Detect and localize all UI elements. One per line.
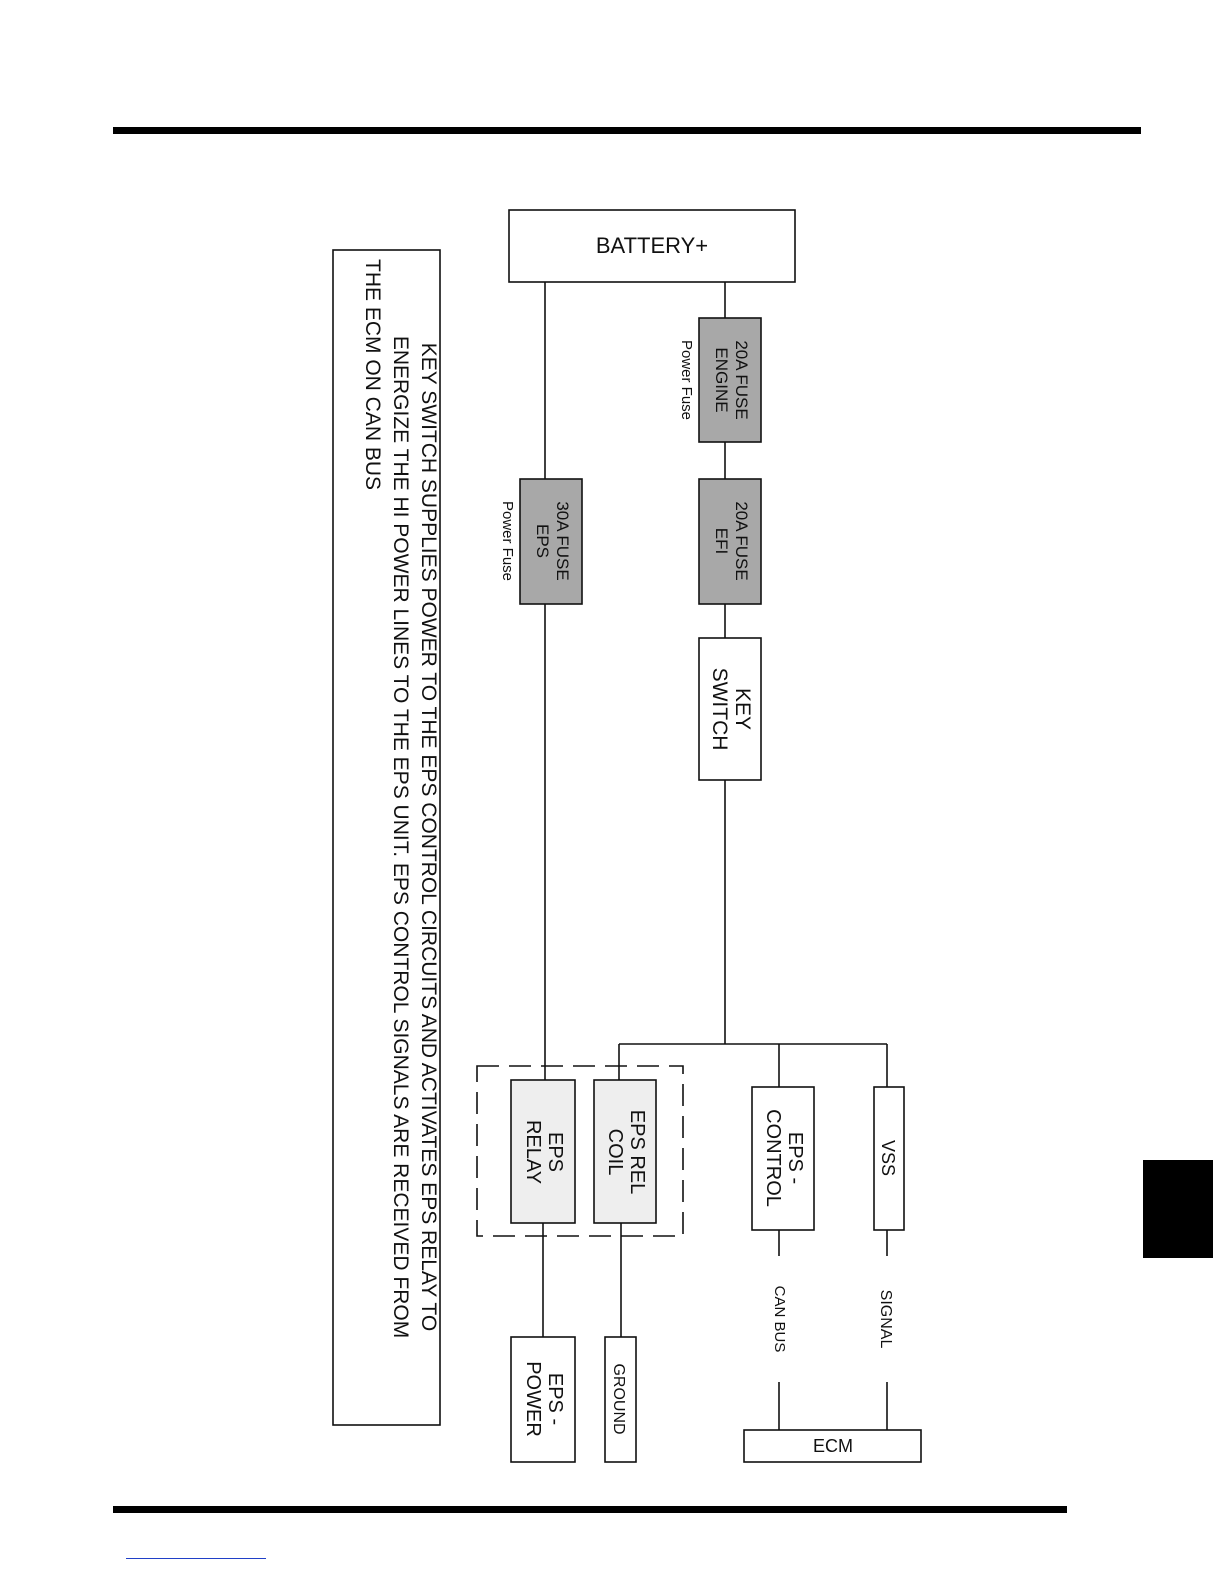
key-switch-box: KEY SWITCH [698,637,762,781]
key-switch-line2: SWITCH [708,668,731,751]
fuse-efi-box: 20A FUSE EFI [698,478,762,605]
ground-box: GROUND [604,1336,637,1463]
footer-link-underline [126,1558,266,1559]
vss-box: VSS [873,1086,905,1231]
note-line3: THE ECM ON CAN BUS [361,259,384,490]
ground-label: GROUND [610,1363,627,1434]
fuse-engine-caption: Power Fuse [678,340,695,420]
eps-power-box: EPS - POWER [510,1336,576,1463]
vss-label: VSS [878,1140,898,1176]
bottom-rule [113,1506,1067,1513]
battery-box: BATTERY+ [508,209,796,283]
relay-enclosure [476,1065,684,1237]
eps-control-line1: EPS - [784,1132,806,1184]
section-tab [1143,1160,1213,1258]
top-rule [113,127,1141,134]
fuse-eps-caption: Power Fuse [499,501,516,581]
key-switch-line1: KEY [731,688,754,730]
note-box: KEY SWITCH SUPPLIES POWER TO THE EPS CON… [332,249,441,1426]
eps-rel-coil-line1: EPS REL [626,1110,648,1194]
fuse-efi-line2: EFI [712,528,731,554]
note-line1: KEY SWITCH SUPPLIES POWER TO THE EPS CON… [417,343,440,1331]
battery-label: BATTERY+ [596,233,708,258]
eps-rel-coil-line2: COIL [604,1129,626,1176]
ecm-box: ECM [743,1429,922,1463]
eps-relay-line2: RELAY [522,1120,544,1184]
fuse-eps-line1: 30A FUSE [553,501,572,580]
eps-relay-line1: EPS [544,1132,566,1172]
fuse-engine-line1: 20A FUSE [732,340,751,419]
can-bus-label: CAN BUS [771,1286,788,1353]
fuse-eps-box: 30A FUSE EPS Power Fuse [499,478,583,605]
fuse-efi-line1: 20A FUSE [732,501,751,580]
wires [542,282,888,1430]
ecm-label: ECM [813,1436,853,1456]
eps-control-line2: CONTROL [762,1109,784,1207]
eps-control-box: EPS - CONTROL [751,1086,815,1231]
fuse-engine-line2: ENGINE [712,347,731,412]
eps-rel-coil-box: EPS REL COIL [593,1079,657,1224]
fuse-engine-box: 20A FUSE ENGINE Power Fuse [678,317,762,443]
eps-power-line1: EPS - [544,1373,566,1425]
fuse-eps-line2: EPS [533,524,552,558]
eps-relay-box: EPS RELAY [510,1079,576,1224]
note-line2: ENERGIZE THE HI POWER LINES TO THE EPS U… [389,336,412,1338]
eps-power-line2: POWER [522,1361,544,1437]
signal-label: SIGNAL [877,1290,894,1349]
